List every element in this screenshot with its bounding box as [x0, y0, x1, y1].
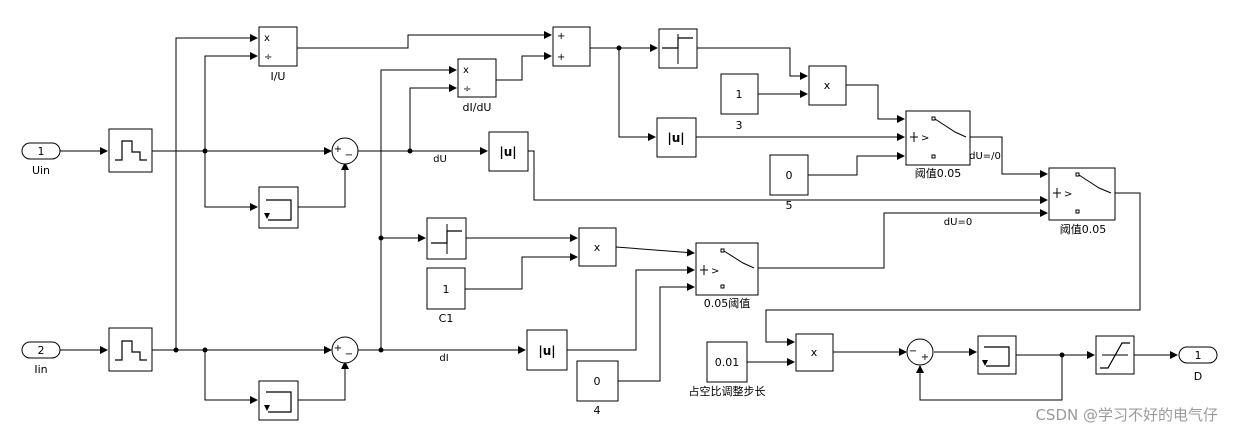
divide-iu-label: I/U — [270, 70, 285, 83]
divide-didu-label: dI/dU — [463, 101, 492, 114]
unit-delay-bottom[interactable] — [258, 380, 299, 421]
inport-iin-number: 2 — [38, 344, 45, 357]
zoh-icon — [115, 140, 147, 161]
inport-uin[interactable]: 1 Uin — [21, 142, 61, 177]
signal-du-neq-0-label: dU=/0 — [969, 151, 1001, 162]
constant-5-label: 5 — [786, 199, 793, 212]
abs-icon: |u| — [667, 131, 684, 145]
constant-c1[interactable]: 1 C1 — [426, 267, 466, 325]
divide-di-over-du[interactable]: x ÷ dI/dU — [457, 58, 497, 114]
divide-iu-mul: x — [264, 33, 270, 44]
switch-threshold-1[interactable]: > 阈值0.05 — [905, 110, 971, 180]
abs-middle[interactable]: |u| — [656, 117, 697, 158]
sum-du[interactable]: + − — [331, 137, 359, 165]
constant-3-value: 1 — [736, 88, 743, 101]
sum-di-minus: − — [345, 349, 353, 360]
zero-order-hold-top[interactable] — [108, 128, 153, 173]
constant-3-label: 3 — [736, 119, 743, 132]
signal-du-label: dU — [433, 154, 447, 165]
abs-icon: |u| — [499, 145, 516, 159]
constant-step-value: 0.01 — [715, 356, 740, 369]
switch-1-label: 阈值0.05 — [915, 166, 962, 180]
abs-du[interactable]: |u| — [488, 131, 529, 172]
inport-iin[interactable]: 2 Iin — [21, 341, 61, 376]
add-top-plus-1: + — [557, 31, 565, 42]
constant-4-label: 4 — [594, 404, 601, 417]
sum-output[interactable]: − + — [906, 338, 934, 366]
constant-c1-label: C1 — [439, 312, 454, 325]
switch-1-cmp: > — [921, 133, 929, 144]
product-top[interactable]: x — [808, 65, 847, 106]
switch-2-cmp: > — [1064, 189, 1072, 200]
constant-5[interactable]: 0 5 — [769, 154, 809, 212]
signal-lines — [60, 31, 1178, 404]
branch-points — [173, 45, 1065, 358]
divide-iu-div: ÷ — [264, 52, 272, 63]
switch-threshold-2[interactable]: > 阈值0.05 — [1048, 167, 1116, 236]
add-top-plus-2: + — [557, 52, 565, 63]
product-icon: x — [824, 79, 831, 92]
unit-delay-top[interactable] — [258, 186, 299, 229]
divide-didu-div: ÷ — [463, 84, 471, 95]
delay-arrow-icon — [264, 405, 270, 411]
divide-i-over-u[interactable]: x ÷ I/U — [258, 26, 298, 83]
step-block-top[interactable] — [658, 28, 698, 69]
sum-out-plus: + — [921, 352, 929, 363]
constant-5-value: 0 — [786, 169, 793, 182]
delay-icon — [984, 346, 1010, 367]
product-icon: x — [811, 346, 818, 359]
abs-di[interactable]: |u| — [526, 329, 568, 371]
watermark-text: CSDN @学习不好的电气仔 — [1035, 406, 1218, 424]
sum-du-minus: − — [345, 150, 353, 161]
delay-icon — [266, 199, 292, 221]
product-icon: x — [594, 241, 601, 254]
abs-icon: |u| — [538, 344, 555, 358]
sum-du-plus: + — [334, 144, 342, 155]
constant-3[interactable]: 1 3 — [720, 73, 759, 132]
switch-threshold-3[interactable]: > 0.05阈值 — [695, 242, 759, 310]
constant-step-label: 占空比调整步长 — [689, 384, 766, 398]
sum-di[interactable]: + − — [331, 336, 359, 364]
inport-iin-label: Iin — [34, 363, 47, 376]
step-block-middle[interactable] — [426, 217, 467, 260]
delay-arrow-icon — [982, 360, 988, 366]
inport-uin-number: 1 — [38, 145, 45, 158]
constant-c1-value: 1 — [443, 283, 450, 296]
constant-step-size[interactable]: 0.01 占空比调整步长 — [689, 341, 766, 398]
outport-d-label: D — [1194, 370, 1202, 383]
constant-4[interactable]: 0 4 — [576, 360, 619, 417]
sum-di-plus: + — [334, 343, 342, 354]
sum-out-minus: − — [909, 346, 917, 357]
outport-d[interactable]: 1 D — [1178, 346, 1218, 383]
signal-di-label: dI — [439, 353, 448, 364]
saturation-block[interactable] — [1095, 335, 1135, 375]
product-middle[interactable]: x — [578, 227, 617, 267]
add-block-top[interactable]: + + — [552, 26, 591, 67]
signal-du-eq-0-label: dU=0 — [944, 217, 972, 228]
unit-delay-output[interactable] — [977, 335, 1017, 375]
delay-arrow-icon — [264, 213, 270, 219]
switch-3-cmp: > — [711, 266, 719, 277]
inport-uin-label: Uin — [32, 164, 50, 177]
divide-didu-mul: x — [463, 65, 469, 76]
switch-2-label: 阈值0.05 — [1060, 222, 1107, 236]
switch-3-label: 0.05阈值 — [704, 296, 751, 310]
delay-icon — [266, 391, 292, 413]
constant-4-value: 0 — [594, 375, 601, 388]
zero-order-hold-bottom[interactable] — [108, 327, 153, 372]
outport-d-number: 1 — [1195, 349, 1202, 362]
product-bottom[interactable]: x — [795, 333, 834, 372]
zoh-icon — [115, 340, 147, 361]
